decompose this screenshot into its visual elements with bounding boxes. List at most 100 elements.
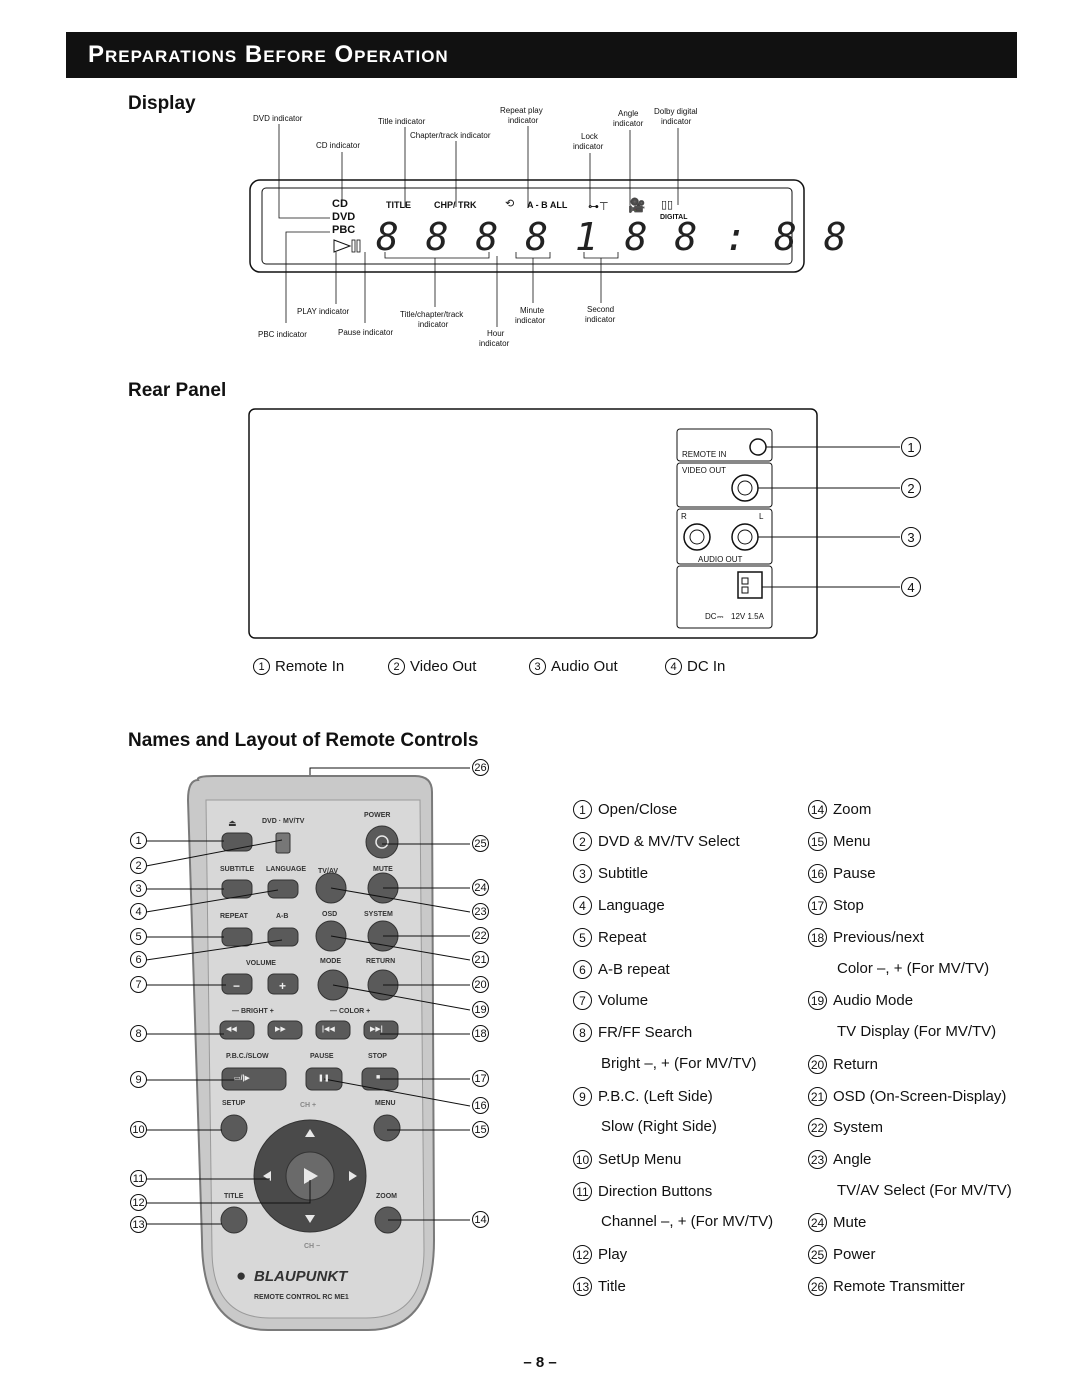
brand-logo-icon: ●: [236, 1266, 247, 1285]
angle-label-1: Angle: [618, 109, 639, 118]
pause-indicator-label: Pause indicator: [338, 328, 394, 337]
remote-callout-right: 17: [472, 1070, 489, 1087]
remote-txt-mode: MODE: [320, 958, 341, 965]
remote-txt-menu: MENU: [375, 1100, 396, 1107]
remote-brand: BLAUPUNKT: [254, 1268, 348, 1285]
rear-panel-heading: Rear Panel: [128, 380, 227, 401]
display-heading: Display: [128, 93, 196, 114]
title-chapter-label-1: Title/chapter/track: [400, 310, 464, 319]
remote-txt-bright: — BRIGHT +: [232, 1008, 274, 1015]
rear-panel-outline: [248, 408, 818, 639]
remote-callout-right: 22: [472, 927, 489, 944]
remote-callout-left: 6: [130, 951, 147, 968]
rear-callout-2: 2: [901, 478, 921, 498]
stop-button-icon: ■: [376, 1074, 381, 1081]
remote-list-subitem: TV Display (For MV/TV): [837, 1023, 997, 1040]
remote-txt-tvav: TV/AV: [318, 868, 339, 875]
audio-r-jack: [683, 523, 711, 551]
remote-list-subitem: Color –, + (For MV/TV): [837, 960, 990, 977]
remote-txt-ab: A-B: [276, 913, 289, 920]
remote-callout-right: 21: [472, 951, 489, 968]
volume-plus-icon: +: [279, 979, 287, 993]
hour-label-2: indicator: [479, 339, 510, 348]
page-banner: Preparations Before Operation: [66, 32, 1017, 78]
remote-in-jack: [749, 438, 767, 456]
remote-txt-volume: VOLUME: [246, 960, 276, 967]
remote-callout-left: 10: [130, 1121, 147, 1138]
audio-l-jack: [731, 523, 759, 551]
pbc-indicator-label: PBC indicator: [258, 330, 307, 339]
remote-txt-color: — COLOR +: [330, 1008, 371, 1015]
audio-l-label: L: [759, 512, 764, 521]
minute-label-2: indicator: [515, 316, 546, 325]
remote-callout-left: 5: [130, 928, 147, 945]
remote-txt-repeat: REPEAT: [220, 913, 248, 920]
remote-list-subitem: Channel –, + (For MV/TV): [601, 1213, 774, 1230]
remote-txt-return: RETURN: [366, 958, 396, 965]
remote-callout-left: 8: [130, 1025, 147, 1042]
lcd-pbc: PBC: [332, 224, 356, 236]
lcd-digital: DIGITAL: [660, 214, 688, 221]
remote-txt-pbc-slow: P.B.C./SLOW: [226, 1053, 269, 1060]
next-icon: ▶▶|: [370, 1026, 383, 1033]
rear-callout-3: 3: [901, 527, 921, 547]
video-out-label: VIDEO OUT: [682, 466, 727, 475]
remote-txt-dvd: DVD · MV/TV: [262, 818, 305, 825]
minute-label-1: Minute: [520, 306, 545, 315]
remote-model: REMOTE CONTROL RC ME1: [254, 1294, 349, 1301]
remote-callout-left: 4: [130, 903, 147, 920]
second-label-2: indicator: [585, 315, 616, 324]
remote-callout-left: 3: [130, 880, 147, 897]
remote-callout-right: 25: [472, 835, 489, 852]
play-indicator-label: PLAY indicator: [297, 307, 350, 316]
remote-callout-left: 7: [130, 976, 147, 993]
lcd-screen: [261, 187, 793, 265]
remote-txt-system: SYSTEM: [364, 911, 393, 918]
remote-in-label: REMOTE IN: [682, 450, 727, 459]
remote-list-subitem: Slow (Right Side): [601, 1118, 717, 1135]
lock-label-1: Lock: [581, 132, 598, 141]
remote-txt-pause: PAUSE: [310, 1053, 334, 1060]
remote-txt-power: POWER: [364, 812, 391, 819]
remote-txt-chplus: CH +: [300, 1102, 317, 1109]
remote-callout-right: 16: [472, 1097, 489, 1114]
remote-callout-right: 14: [472, 1211, 489, 1228]
pause-icon: [351, 239, 356, 253]
remote-txt-language: LANGUAGE: [266, 866, 307, 873]
lcd-ab-all: A - B ALL: [527, 200, 568, 210]
pause-button-icon: ❚❚: [318, 1075, 330, 1082]
remote-txt-stop: STOP: [368, 1053, 387, 1060]
lcd-chp-trk: CHP/ TRK: [434, 200, 477, 210]
remote-callout-left: 12: [130, 1194, 147, 1211]
remote-list-subitem: Bright –, + (For MV/TV): [601, 1055, 757, 1072]
forward-icon: ▶▶: [275, 1026, 286, 1033]
rear-callout-4: 4: [901, 577, 921, 597]
dc-in-jack: [737, 571, 763, 599]
remote-txt-mute: MUTE: [373, 866, 393, 873]
remote-heading: Names and Layout of Remote Controls: [128, 730, 479, 751]
remote-callout-left: 11: [130, 1170, 147, 1187]
remote-callout-left: 1: [130, 832, 147, 849]
dc-symbol: ⎓: [717, 612, 724, 621]
rewind-icon: ◀◀: [226, 1026, 237, 1033]
repeat-play-label-2: indicator: [508, 116, 539, 125]
